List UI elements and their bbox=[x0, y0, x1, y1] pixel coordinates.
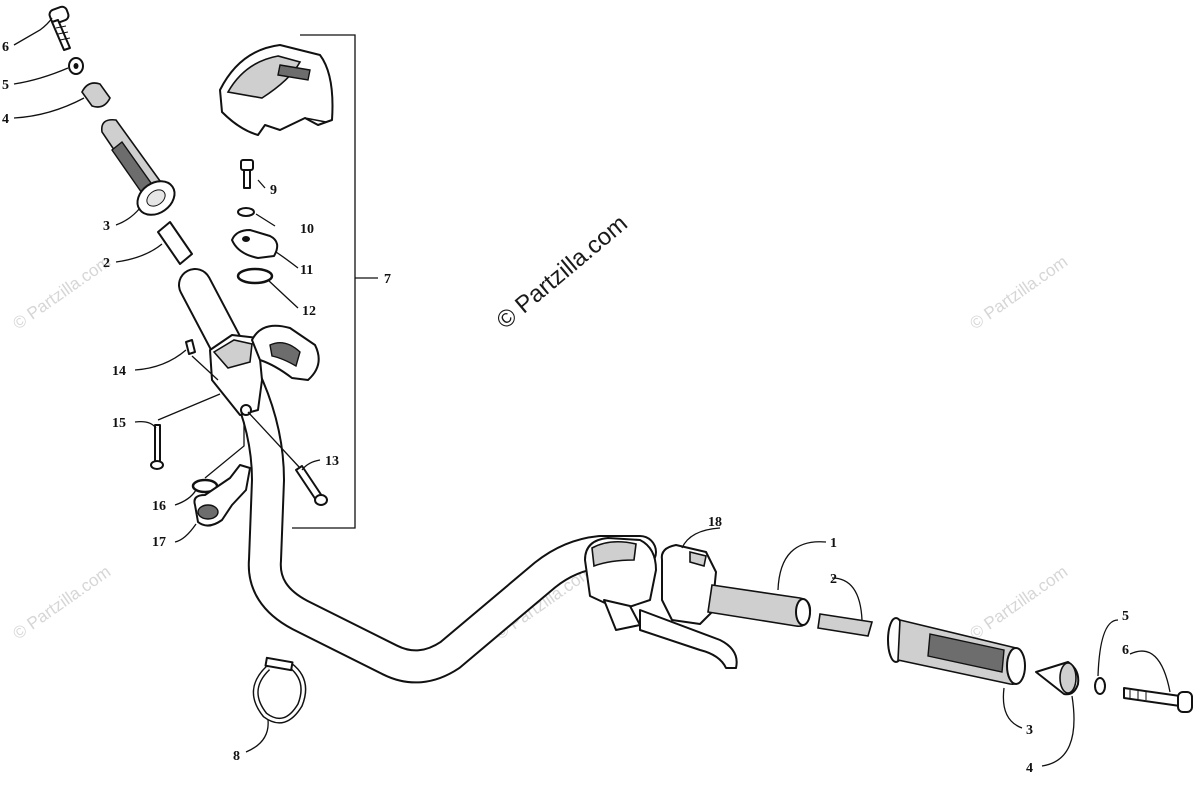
washer-right bbox=[1094, 677, 1106, 695]
assembly-7-bracket bbox=[292, 34, 356, 529]
bar-end-weight-left bbox=[81, 82, 111, 108]
callouts: 6 5 4 3 2 9 10 11 12 7 14 15 13 16 17 18… bbox=[2, 40, 1129, 776]
callout-15: 15 bbox=[112, 416, 126, 431]
clamp-11 bbox=[231, 229, 279, 259]
switch-housing-18 bbox=[660, 544, 717, 625]
callout-16: 16 bbox=[152, 499, 166, 514]
grip-sleeve-left bbox=[157, 221, 193, 265]
callout-18: 18 bbox=[708, 515, 722, 530]
brake-master-cylinder bbox=[584, 537, 738, 669]
throttle-tube-1 bbox=[707, 584, 812, 628]
watermark-faint-3: © Partzilla.com bbox=[9, 562, 114, 643]
spring-clip-12 bbox=[236, 267, 274, 285]
callout-9: 9 bbox=[270, 183, 277, 198]
callout-5-left: 5 bbox=[2, 78, 9, 93]
callout-4-left: 4 bbox=[2, 112, 9, 127]
leader-lines bbox=[13, 17, 1171, 767]
screw-15 bbox=[150, 424, 164, 470]
end-bolt-left bbox=[48, 5, 71, 51]
washer-10 bbox=[237, 207, 255, 217]
screw-14 bbox=[185, 339, 196, 355]
callout-3-left: 3 bbox=[103, 219, 110, 234]
bar-end-weight-right bbox=[1035, 661, 1080, 696]
callout-5-right: 5 bbox=[1122, 609, 1129, 624]
grip-right bbox=[887, 617, 1026, 686]
watermark-faint-5: © Partzilla.com bbox=[966, 562, 1071, 643]
callout-10: 10 bbox=[300, 222, 314, 237]
callout-12: 12 bbox=[302, 304, 316, 319]
switch-housing-cover bbox=[219, 44, 334, 136]
end-bolt-right bbox=[1123, 687, 1193, 713]
screw-13 bbox=[295, 465, 328, 506]
watermark-faint-2: © Partzilla.com bbox=[966, 252, 1071, 333]
grip-left bbox=[100, 118, 176, 216]
callout-11: 11 bbox=[300, 263, 313, 278]
callout-7: 7 bbox=[384, 272, 391, 287]
watermark-main: © Partzilla.com bbox=[492, 210, 633, 335]
callout-4-right: 4 bbox=[1026, 761, 1033, 776]
handlebar bbox=[178, 268, 657, 684]
bolt-9 bbox=[240, 159, 254, 189]
cable-clamp-8 bbox=[252, 656, 307, 724]
grip-sleeve-right bbox=[817, 613, 874, 637]
bracket-17 bbox=[193, 464, 251, 527]
callout-2-left: 2 bbox=[103, 256, 110, 271]
callout-3-right: 3 bbox=[1026, 723, 1033, 738]
throttle-housing bbox=[209, 324, 320, 416]
callout-13: 13 bbox=[325, 454, 339, 469]
callout-2-right: 2 bbox=[830, 572, 837, 587]
callout-6-right: 6 bbox=[1122, 643, 1129, 658]
callout-17: 17 bbox=[152, 535, 166, 550]
callout-1: 1 bbox=[830, 536, 837, 551]
callout-6-left: 6 bbox=[2, 40, 9, 55]
callout-14: 14 bbox=[112, 364, 126, 379]
watermark-faint-1: © Partzilla.com bbox=[9, 252, 114, 333]
callout-8: 8 bbox=[233, 749, 240, 764]
